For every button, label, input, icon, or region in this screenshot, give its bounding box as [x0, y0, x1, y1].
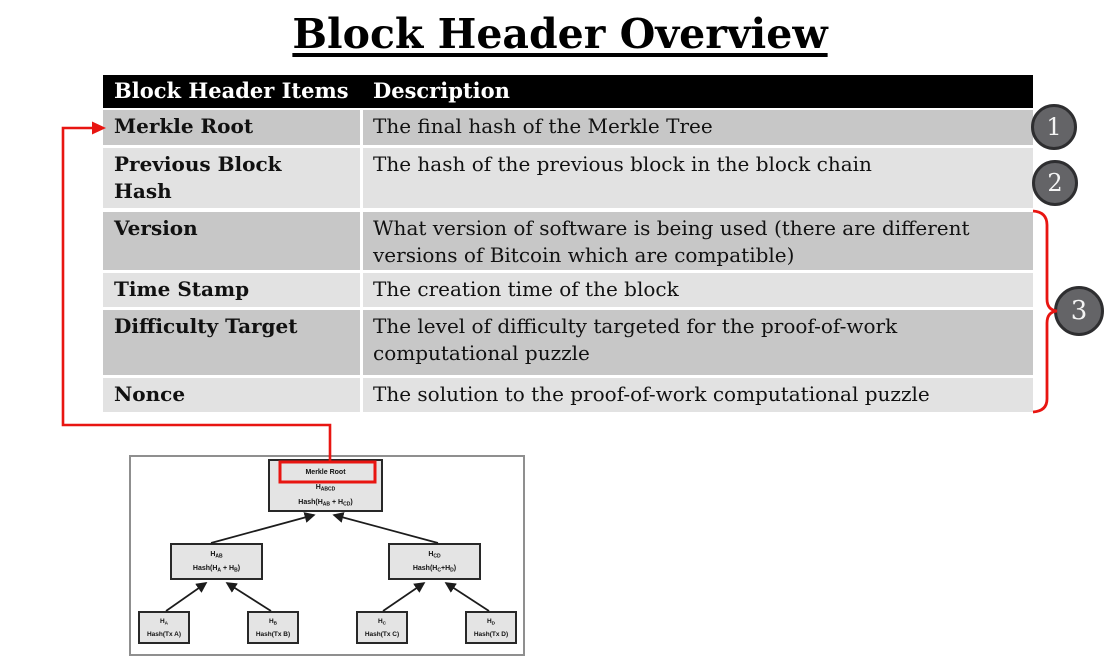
hash-symbol: H [159, 618, 165, 625]
description-cell: The hash of the previous block in the bl… [363, 148, 1033, 208]
number-badge-3: 3 [1054, 286, 1104, 336]
hash-symbol: H [486, 618, 492, 625]
tree-node-hab: HAB Hash(HA + HB) [170, 543, 263, 580]
ha-hash: HA [140, 615, 188, 628]
hash-subscript: ABCD [320, 486, 336, 493]
hab-formula: Hash(HA + HB) [192, 565, 241, 574]
hash-symbol: H [315, 484, 321, 491]
tree-node-ha: HA Hash(Tx A) [138, 611, 190, 644]
table-row-time-stamp: Time Stamp The creation time of the bloc… [103, 273, 1033, 307]
item-cell: Previous Block Hash [103, 148, 360, 208]
hc-formula: Hash(Tx C) [364, 631, 400, 638]
hd-hash: HD [467, 615, 515, 628]
column-header-items: Block Header Items [103, 75, 360, 108]
item-cell: Merkle Root [103, 110, 360, 145]
tree-node-hb: HB Hash(Tx B) [247, 611, 299, 644]
block-header-table: Block Header Items Description Merkle Ro… [103, 75, 1033, 412]
hash-symbol: H [268, 618, 274, 625]
hash-subscript: CD [433, 553, 441, 560]
merkle-root-label: Merkle Root [305, 469, 346, 476]
page-title-text: Block Header Overview [292, 10, 828, 58]
hash-subscript: A [164, 620, 169, 626]
tree-node-hcd: HCD Hash(HC+HD) [388, 543, 481, 580]
hb-hash: HB [249, 615, 297, 628]
table-header-row: Block Header Items Description [103, 75, 1033, 108]
hash-symbol: H [210, 551, 216, 558]
hcd-formula: Hash(HC+HD) [412, 565, 457, 574]
tree-node-hd: HD Hash(Tx D) [465, 611, 517, 644]
hash-subscript: C [382, 620, 387, 626]
merkle-root-hash: HABCD [270, 480, 381, 495]
hash-subscript: B [273, 620, 278, 626]
number-badge-1: 1 [1031, 104, 1077, 150]
hash-symbol: H [428, 551, 434, 558]
hab-hash: HAB [172, 548, 261, 562]
description-cell: The solution to the proof-of-work comput… [363, 378, 1033, 412]
table-row-version: Version What version of software is bein… [103, 212, 1033, 270]
description-cell: The creation time of the block [363, 273, 1033, 307]
item-cell: Difficulty Target [103, 310, 360, 375]
description-cell: What version of software is being used (… [363, 212, 1033, 270]
hc-hash: HC [358, 615, 406, 628]
tree-node-hc: HC Hash(Tx C) [356, 611, 408, 644]
item-cell: Time Stamp [103, 273, 360, 307]
ha-formula: Hash(Tx A) [146, 631, 182, 638]
hash-subscript: AB [215, 553, 223, 560]
hash-subscript: D [491, 620, 496, 626]
hb-formula: Hash(Tx B) [255, 631, 291, 638]
description-cell: The final hash of the Merkle Tree [363, 110, 1033, 145]
table-row-difficulty-target: Difficulty Target The level of difficult… [103, 310, 1033, 375]
hcd-hash: HCD [390, 548, 479, 562]
tree-node-merkle-root: Merkle Root HABCD Hash(HAB + HCD) [268, 459, 383, 512]
item-cell: Nonce [103, 378, 360, 412]
column-header-description: Description [363, 75, 1033, 108]
table-row-merkle-root: Merkle Root The final hash of the Merkle… [103, 110, 1033, 145]
table-row-previous-block-hash: Previous Block Hash The hash of the prev… [103, 148, 1033, 208]
hash-symbol: H [377, 618, 383, 625]
number-badge-2: 2 [1032, 160, 1078, 206]
table-row-nonce: Nonce The solution to the proof-of-work … [103, 378, 1033, 412]
description-cell: The level of difficulty targeted for the… [363, 310, 1033, 375]
merkle-root-formula: Hash(HAB + HCD) [298, 499, 353, 508]
hd-formula: Hash(Tx D) [473, 631, 509, 638]
item-cell: Version [103, 212, 360, 270]
page-title: Block Header Overview [0, 10, 1111, 58]
